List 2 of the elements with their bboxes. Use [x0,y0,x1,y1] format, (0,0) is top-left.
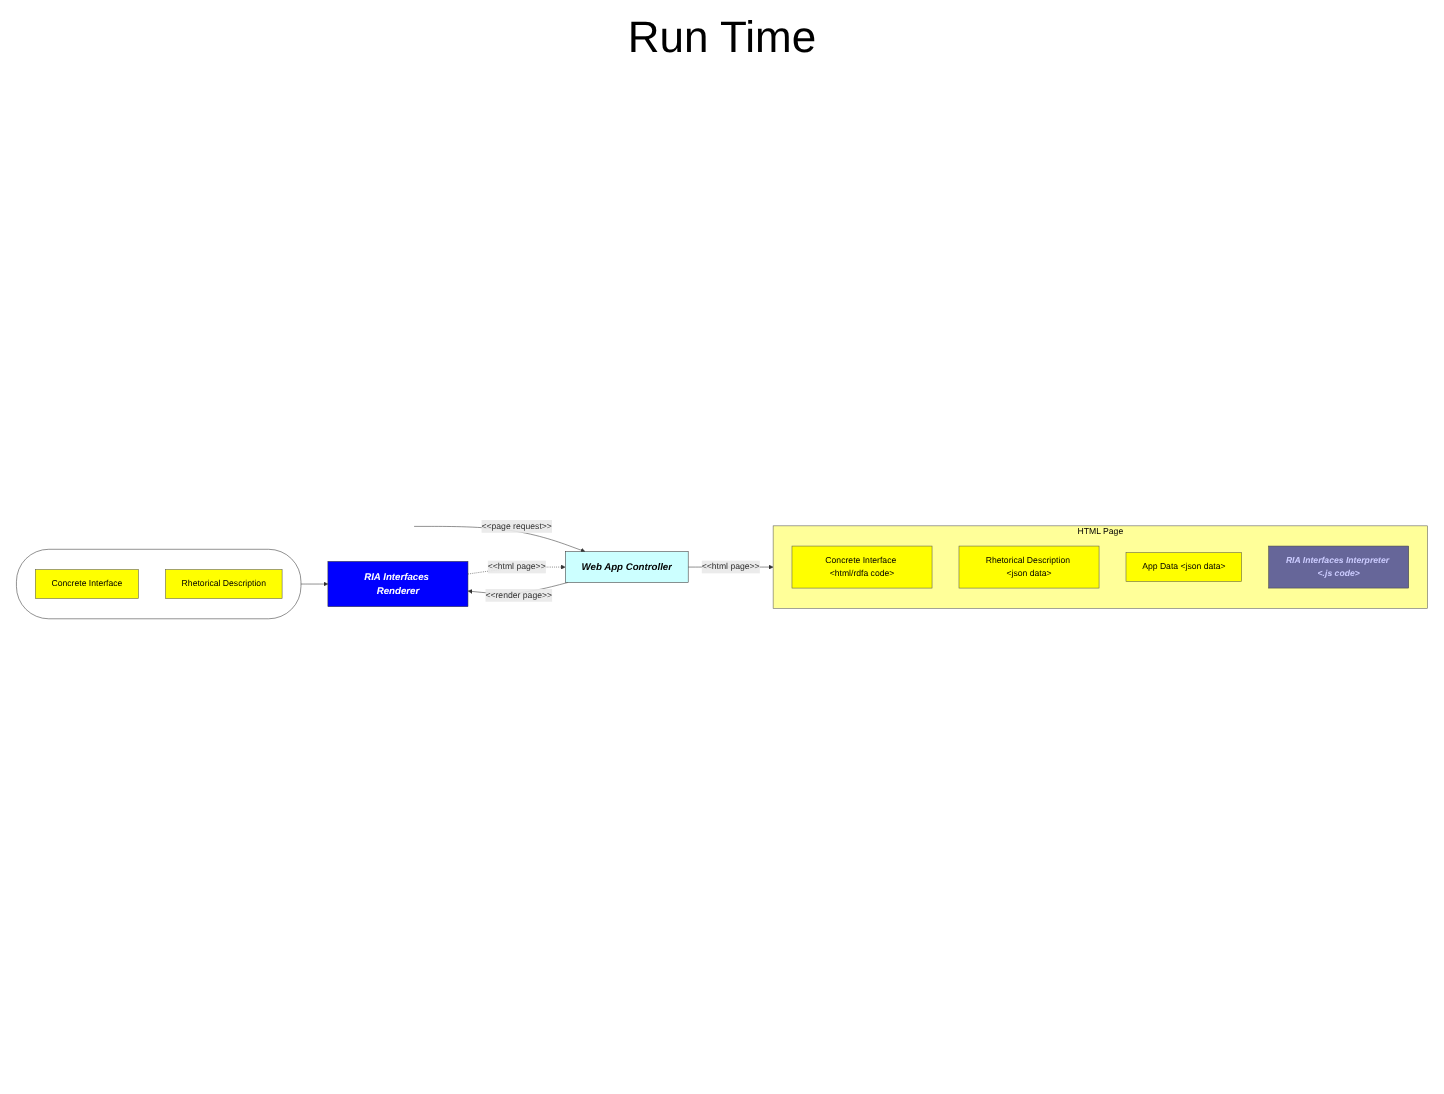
cluster [16,548,302,619]
diagram-title: Run Time [625,12,819,64]
